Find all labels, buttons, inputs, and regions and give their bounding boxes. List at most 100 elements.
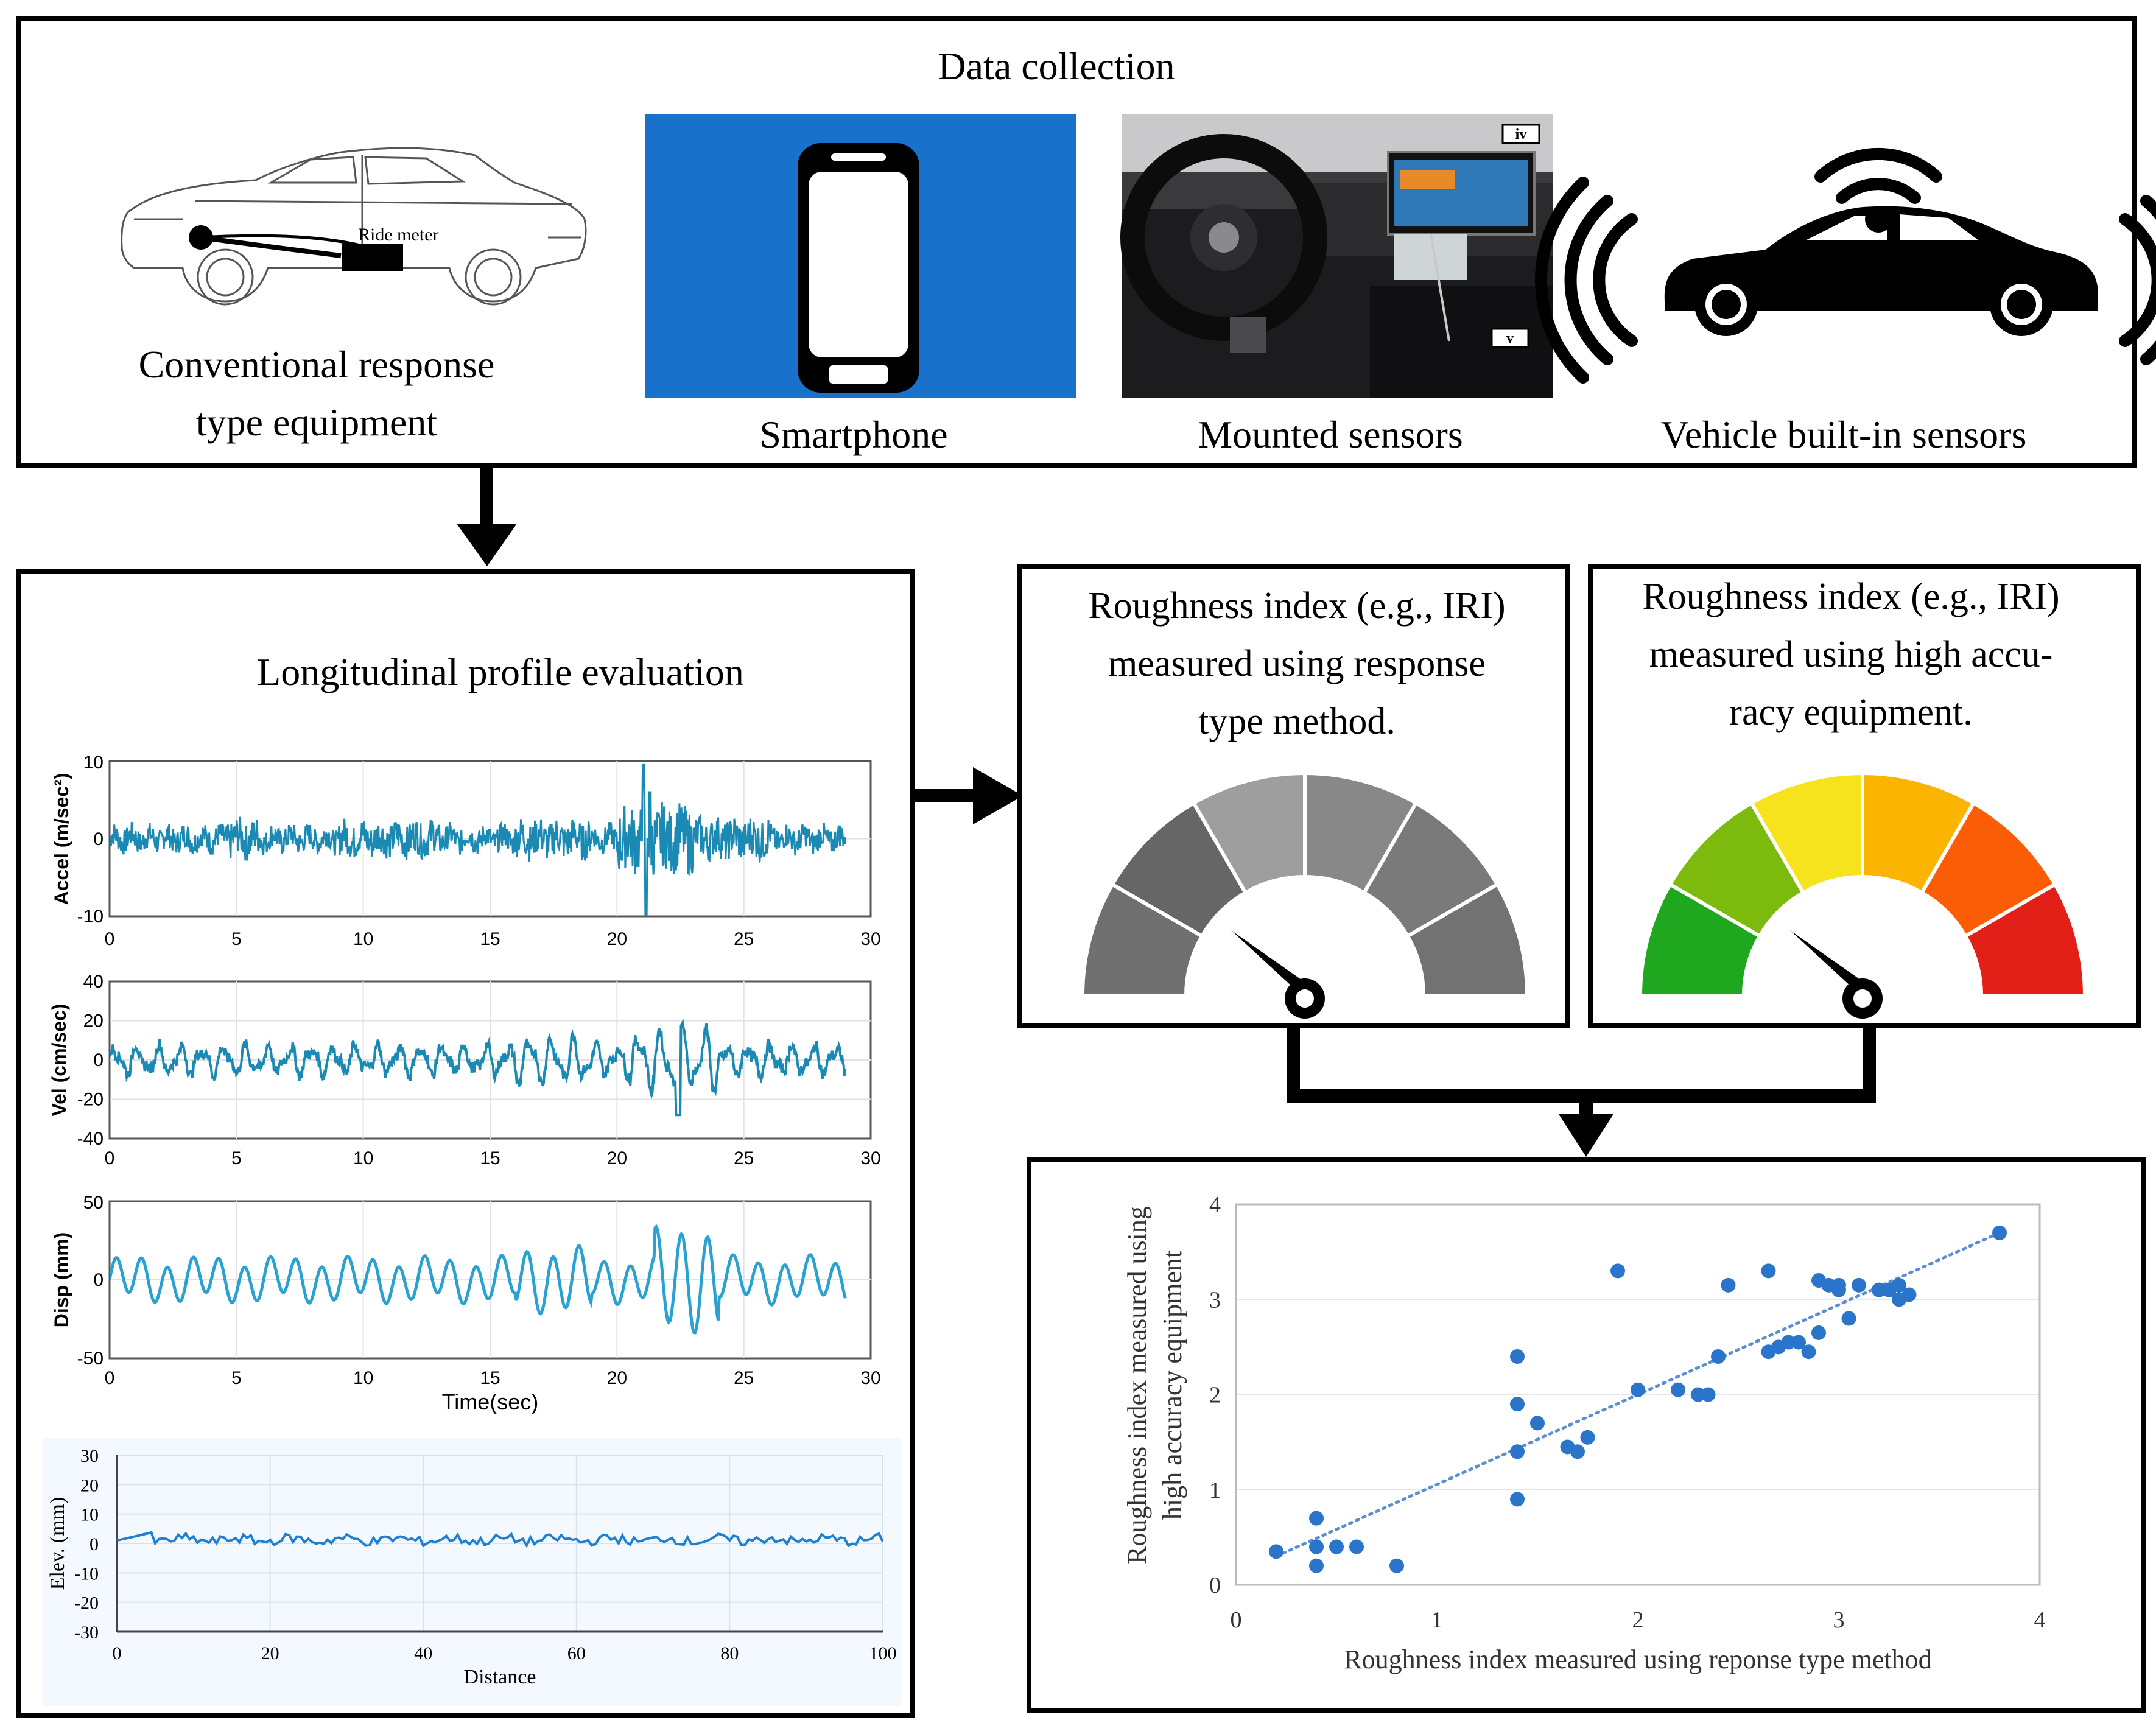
scatter-point	[1269, 1544, 1283, 1559]
disp-ytick-bottom: -50	[77, 1349, 104, 1369]
elev-ytick-label: 10	[80, 1505, 99, 1525]
vel-grid	[110, 981, 871, 1139]
scatter-xtick-label: 1	[1431, 1607, 1443, 1633]
vel-ylabel: Vel (cm/sec)	[48, 1004, 70, 1117]
scatter-xtick-label: 2	[1632, 1607, 1644, 1633]
elev-trace	[117, 1531, 883, 1548]
elev-ytick-label: 20	[80, 1475, 99, 1495]
disp-trace	[110, 1224, 847, 1335]
time-tick-label: 30	[860, 1368, 880, 1388]
scatter-point	[1791, 1335, 1806, 1350]
scatter-ylabel-line1: Roughness index measured using	[1122, 1206, 1152, 1564]
scatter-point	[1510, 1349, 1525, 1364]
scatter-point	[1349, 1539, 1364, 1554]
mounted-sensors-label: Mounted sensors	[1198, 413, 1463, 456]
scatter-point	[1389, 1558, 1404, 1573]
scatter-point	[1781, 1335, 1796, 1350]
scatter-point	[1631, 1382, 1645, 1397]
vel-ytick-label: 0	[93, 1050, 104, 1070]
gauge-response-dial	[1080, 771, 1529, 997]
vel-trace	[110, 1019, 847, 1117]
scatter-point	[1309, 1539, 1324, 1554]
scatter-xticks: 0 1 2 3 4	[1231, 1607, 2046, 1633]
elev-ytick-label: -20	[74, 1593, 99, 1613]
scatter-point	[1671, 1382, 1685, 1397]
elev-xtick-label: 20	[261, 1643, 279, 1663]
gauge-segment	[1405, 882, 1529, 997]
smartphone-label: Smartphone	[759, 413, 947, 456]
gauge-accuracy-dial	[1638, 771, 2087, 997]
scatter-point	[1510, 1444, 1525, 1459]
conventional-label-line1: Conventional response	[139, 343, 495, 386]
accel-ytick-mid: 0	[93, 829, 104, 849]
smartphone-home-button-icon	[829, 365, 888, 384]
time-tick-label: 30	[860, 1148, 880, 1168]
smartphone-screen	[809, 172, 908, 357]
scatter-point	[1801, 1344, 1816, 1360]
time-tick-label: 20	[607, 929, 627, 949]
signal-dot-icon	[1865, 206, 1892, 233]
elev-xtick-label: 40	[414, 1643, 432, 1663]
scatter-section: 0 1 2 3 4 0 1 2 3 4 Roughness index measured usi…	[1027, 1157, 2146, 1713]
accel-ylabel: Accel (m/sec²)	[51, 773, 72, 905]
connected-car-icon	[1664, 206, 2098, 336]
elev-xtick-label: 60	[567, 1643, 586, 1663]
time-tick-label: 0	[105, 929, 115, 949]
time-tick-label: 15	[480, 929, 500, 949]
elev-ylabel: Elev. (mm)	[46, 1497, 69, 1590]
vel-ytick-label: -20	[77, 1090, 104, 1110]
scatter-point	[1711, 1349, 1726, 1364]
conventional-label-line2: type equipment	[196, 401, 438, 444]
ride-meter-cable-2	[200, 234, 366, 248]
scatter-xlabel: Roughness index measured using reponse t…	[1344, 1644, 1931, 1674]
scatter-xtick-label: 0	[1231, 1607, 1242, 1633]
time-tick-label: 20	[607, 1368, 627, 1388]
gauge-accuracy-section: Roughness index (e.g., IRI) measured usi…	[1588, 564, 2141, 1028]
scatter-ytick-label: 1	[1209, 1478, 1221, 1503]
gauge-accuracy-line2: measured using high accu-	[1649, 634, 2053, 675]
scatter-ytick-label: 3	[1209, 1287, 1221, 1313]
gauge-response-line3: type method.	[1198, 701, 1396, 742]
wireless-signal-icon	[1535, 147, 2156, 384]
time-tick-label: 10	[353, 929, 373, 949]
scatter-ylabel-line2: high accuracy equipment	[1157, 1251, 1187, 1520]
time-tick-label: 0	[105, 1148, 115, 1168]
ride-meter-sensor-icon	[189, 225, 213, 250]
scatter-point	[1761, 1263, 1776, 1279]
scatter-xtick-label: 4	[2034, 1607, 2046, 1633]
vel-ytick-label: 40	[83, 972, 104, 992]
scatter-point	[1610, 1263, 1625, 1279]
scatter-ytick-label: 4	[1209, 1192, 1221, 1218]
profile-title: Longitudinal profile evaluation	[257, 650, 744, 693]
scatter-point	[1852, 1277, 1866, 1293]
scatter-point	[1811, 1325, 1826, 1340]
elev-ytick-label: 0	[90, 1534, 99, 1554]
ride-meter-label: Ride meter	[358, 225, 438, 245]
scatter-point	[1721, 1277, 1736, 1293]
scatter-point	[1309, 1558, 1324, 1573]
disp-ytick-mid: 0	[93, 1270, 104, 1290]
time-tick-label: 30	[860, 929, 880, 949]
ride-meter-cable	[200, 235, 342, 258]
time-tick-label: 5	[231, 929, 242, 949]
scatter-xtick-label: 3	[1833, 1607, 1845, 1633]
gauge-accuracy-line3: racy equipment.	[1729, 692, 1972, 733]
gauge-accuracy-line1: Roughness index (e.g., IRI)	[1642, 576, 2059, 617]
time-tick-label: 10	[353, 1148, 373, 1168]
arrow-down-to-profile	[457, 468, 517, 566]
scatter-point	[1691, 1387, 1705, 1402]
gauge-response-needle	[1231, 930, 1325, 1019]
profile-section: Longitudinal profile evaluation 10 0 -10…	[16, 569, 915, 1718]
data-collection-title: Data collection	[938, 44, 1175, 88]
accel-ytick-top: 10	[83, 753, 104, 773]
mounted-tag-iv: iv	[1515, 127, 1527, 142]
smartphone-speaker-icon	[831, 153, 886, 161]
